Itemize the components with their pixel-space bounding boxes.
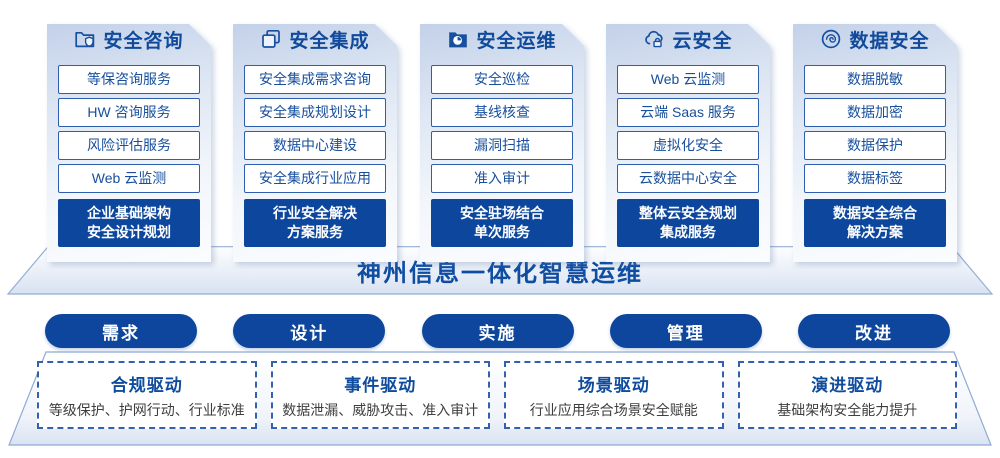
highlight-service-box: 数据安全综合 解决方案 xyxy=(804,199,946,247)
service-item: 基线核查 xyxy=(431,98,573,127)
service-column-cloud: 云安全 Web 云监测 云端 Saas 服务 虚拟化安全 云数据中心安全 整体云… xyxy=(606,11,770,249)
service-card: 云安全 Web 云监测 云端 Saas 服务 虚拟化安全 云数据中心安全 整体云… xyxy=(606,24,770,262)
column-title: 安全运维 xyxy=(476,30,557,52)
service-item: 安全巡检 xyxy=(431,65,573,94)
highlight-service-box: 企业基础架构 安全设计规划 xyxy=(58,199,200,247)
service-item: 等保咨询服务 xyxy=(58,65,200,94)
service-item: 数据加密 xyxy=(804,98,946,127)
service-card: 安全运维 安全巡检 基线核查 漏洞扫描 准入审计 安全驻场结合 单次服务 xyxy=(420,24,584,262)
driver-desc: 数据泄漏、威胁攻击、准入审计 xyxy=(282,401,479,418)
service-item: 数据标签 xyxy=(804,164,946,193)
cloud-lock-icon xyxy=(643,28,665,50)
driver-box-scenario: 场景驱动 行业应用综合场景安全赋能 xyxy=(504,361,724,429)
process-pill-design: 设计 xyxy=(233,314,386,348)
service-item: HW 咨询服务 xyxy=(58,98,200,127)
column-header: 安全咨询 xyxy=(47,24,211,54)
process-pill-implementation: 实施 xyxy=(421,314,574,348)
service-item: 漏洞扫描 xyxy=(431,131,573,160)
service-item: Web 云监测 xyxy=(58,164,200,193)
highlight-service-box: 整体云安全规划 集成服务 xyxy=(617,199,759,247)
folder-shield-icon xyxy=(74,28,96,50)
driver-desc: 等级保护、护网行动、行业标准 xyxy=(48,401,245,418)
driver-desc: 行业应用综合场景安全赋能 xyxy=(529,401,698,418)
highlight-service-box: 行业安全解决 方案服务 xyxy=(244,199,386,247)
driver-title: 场景驱动 xyxy=(577,375,650,395)
service-column-integration: 安全集成 安全集成需求咨询 安全集成规划设计 数据中心建设 安全集成行业应用 行… xyxy=(233,11,397,249)
column-title: 安全集成 xyxy=(289,30,370,52)
driver-box-evolution: 演进驱动 基础架构安全能力提升 xyxy=(737,361,957,429)
documents-icon xyxy=(260,28,282,50)
service-item: 风险评估服务 xyxy=(58,131,200,160)
service-item: 云端 Saas 服务 xyxy=(617,98,759,127)
driver-box-incident: 事件驱动 数据泄漏、威胁攻击、准入审计 xyxy=(270,361,490,429)
service-item: 安全集成规划设计 xyxy=(244,98,386,127)
service-column-consulting: 安全咨询 等保咨询服务 HW 咨询服务 风险评估服务 Web 云监测 企业基础架… xyxy=(47,11,211,249)
process-pill-improvement: 改进 xyxy=(798,314,950,348)
highlight-service-box: 安全驻场结合 单次服务 xyxy=(431,199,573,247)
column-header: 数据安全 xyxy=(793,24,957,54)
service-item: 准入审计 xyxy=(431,164,573,193)
service-card: 安全咨询 等保咨询服务 HW 咨询服务 风险评估服务 Web 云监测 企业基础架… xyxy=(47,24,211,262)
service-item: 云数据中心安全 xyxy=(617,164,759,193)
service-item: 数据保护 xyxy=(804,131,946,160)
fingerprint-icon xyxy=(820,28,842,50)
service-column-operations: 安全运维 安全巡检 基线核查 漏洞扫描 准入审计 安全驻场结合 单次服务 xyxy=(420,11,584,249)
process-pill-management: 管理 xyxy=(609,314,762,348)
service-item: Web 云监测 xyxy=(617,65,759,94)
column-header: 安全运维 xyxy=(420,24,584,54)
service-card: 数据安全 数据脱敏 数据加密 数据保护 数据标签 数据安全综合 解决方案 xyxy=(793,24,957,262)
folder-clock-icon xyxy=(447,28,469,50)
service-item: 数据脱敏 xyxy=(804,65,946,94)
driver-box-compliance: 合规驱动 等级保护、护网行动、行业标准 xyxy=(37,361,257,429)
driver-title: 演进驱动 xyxy=(811,375,884,395)
driver-title: 事件驱动 xyxy=(344,375,417,395)
process-pill-requirement: 需求 xyxy=(45,314,197,348)
service-item: 安全集成需求咨询 xyxy=(244,65,386,94)
column-header: 安全集成 xyxy=(233,24,397,54)
service-column-data: 数据安全 数据脱敏 数据加密 数据保护 数据标签 数据安全综合 解决方案 xyxy=(793,11,957,249)
service-item: 虚拟化安全 xyxy=(617,131,759,160)
service-card: 安全集成 安全集成需求咨询 安全集成规划设计 数据中心建设 安全集成行业应用 行… xyxy=(233,24,397,262)
driver-row: 合规驱动 等级保护、护网行动、行业标准 事件驱动 数据泄漏、威胁攻击、准入审计 … xyxy=(37,361,957,429)
column-header: 云安全 xyxy=(606,24,770,54)
column-title: 安全咨询 xyxy=(103,30,184,52)
banner-title: 神州信息一体化智慧运维 xyxy=(357,260,643,287)
driver-title: 合规驱动 xyxy=(110,375,183,395)
service-item: 安全集成行业应用 xyxy=(244,164,386,193)
service-item: 数据中心建设 xyxy=(244,131,386,160)
process-pill-row: 需求 设计 实施 管理 改进 xyxy=(45,314,950,348)
driver-desc: 基础架构安全能力提升 xyxy=(777,401,918,418)
column-title: 数据安全 xyxy=(849,30,930,52)
column-title: 云安全 xyxy=(672,30,733,52)
